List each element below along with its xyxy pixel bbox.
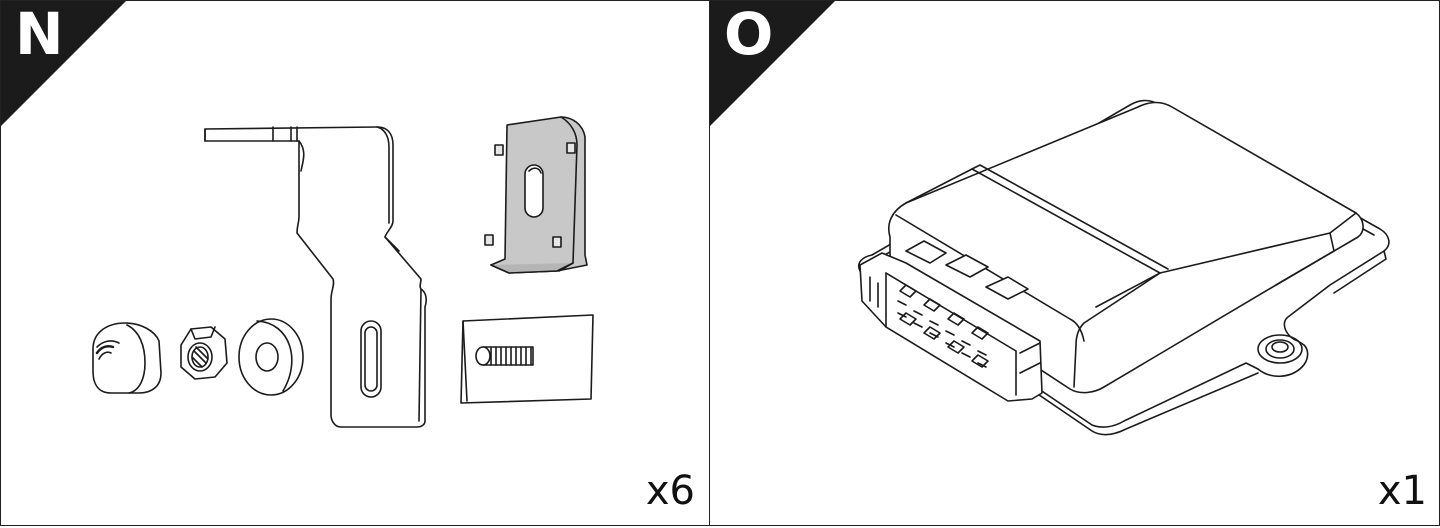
connector-icon bbox=[859, 240, 1043, 402]
panel-letter: O bbox=[724, 0, 774, 68]
module-housing-icon bbox=[888, 101, 1364, 394]
corner-label-background bbox=[710, 1, 835, 126]
panel-o: O bbox=[709, 0, 1440, 526]
panel-letter: N bbox=[15, 0, 64, 68]
quantity-label: x1 bbox=[1377, 468, 1427, 514]
washer-icon bbox=[238, 318, 304, 396]
l-bracket-icon bbox=[204, 126, 427, 428]
hex-nut-icon bbox=[180, 326, 228, 380]
panel-n: N bbox=[0, 0, 710, 526]
slotted-bracket-icon bbox=[484, 116, 588, 274]
control-module-illustration bbox=[857, 99, 1390, 436]
hardware-kit-illustration bbox=[92, 116, 594, 428]
acorn-nut-icon bbox=[92, 322, 162, 394]
stud-plate-icon bbox=[460, 314, 594, 404]
quantity-label: x6 bbox=[645, 468, 695, 514]
corner-label-background bbox=[1, 1, 126, 126]
